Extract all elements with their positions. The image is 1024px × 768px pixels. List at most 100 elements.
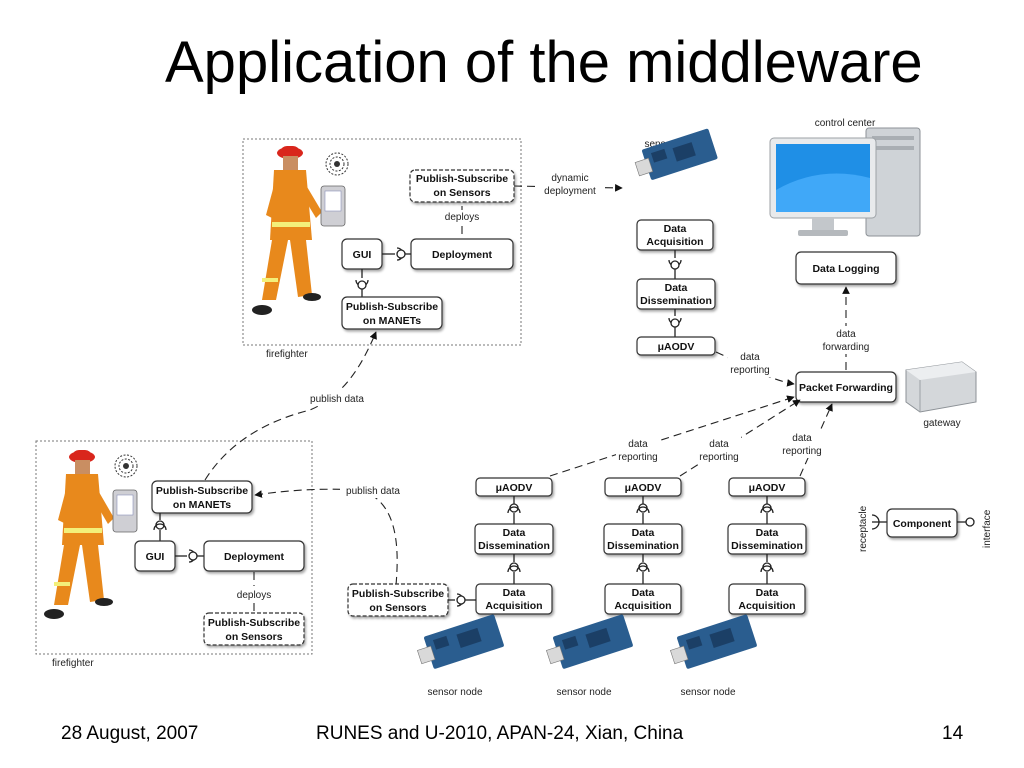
reporting-3-label-1: data: [792, 433, 812, 444]
top-sensor-diss-aodv-connector: [668, 309, 682, 337]
svg-text:Deployment: Deployment: [432, 249, 493, 261]
sensor-ps-sensors-box: Publish-Subscribe on Sensors: [347, 583, 449, 617]
sensor-board-icon: [546, 614, 633, 669]
svg-text:Data: Data: [503, 587, 526, 599]
top-deploys-label: deploys: [445, 212, 479, 223]
svg-text:Acquisition: Acquisition: [738, 600, 795, 612]
sensor-stacks: μAODVDataDisseminationDataAcquisitionsen…: [417, 477, 807, 698]
footer-date: 28 August, 2007: [61, 723, 199, 744]
svg-text:μAODV: μAODV: [749, 482, 786, 494]
control-center-computer-icon: [769, 127, 921, 237]
svg-text:GUI: GUI: [146, 551, 165, 563]
svg-text:Dissemination: Dissemination: [478, 540, 550, 552]
slide-title: Application of the middleware: [165, 30, 923, 95]
footer-page-number: 14: [942, 723, 964, 744]
bottom-firefighter-icon: [44, 450, 138, 619]
svg-text:Dissemination: Dissemination: [640, 295, 712, 307]
gateway-device-icon: [905, 361, 977, 413]
sensor-node-label: sensor node: [680, 687, 735, 698]
svg-text:Acquisition: Acquisition: [485, 600, 542, 612]
svg-text:Dissemination: Dissemination: [607, 540, 679, 552]
legend-component-label: Component: [893, 518, 952, 530]
bottom-gui-deployment-connector: [175, 549, 204, 563]
dynamic-deployment-label-2: deployment: [544, 186, 596, 197]
svg-text:Acquisition: Acquisition: [614, 600, 671, 612]
svg-text:Packet Forwarding: Packet Forwarding: [799, 382, 893, 394]
top-gui-manets-connector: [355, 269, 369, 297]
sensor-stack-1: μAODVDataDisseminationDataAcquisitionsen…: [417, 477, 554, 698]
sensor-stack-aodv-diss-connector: [507, 496, 521, 524]
reporting-2-label-2: reporting: [699, 452, 738, 463]
top-sensor-acq-diss-connector: [668, 250, 682, 279]
top-gui-box: GUI: [341, 238, 383, 270]
sensor-node-label: sensor node: [556, 687, 611, 698]
svg-text:μAODV: μAODV: [496, 482, 533, 494]
top-sensor-diss-box: Data Dissemination: [636, 278, 716, 310]
svg-text:Data: Data: [632, 527, 655, 539]
svg-text:μAODV: μAODV: [625, 482, 662, 494]
sensor-stack-diss-acq-connector: [636, 554, 650, 584]
top-gui-deployment-connector: [382, 247, 411, 261]
reporting-1-label-2: reporting: [618, 452, 657, 463]
top-reporting-label-2: reporting: [730, 365, 769, 376]
bottom-deployment-box: Deployment: [203, 540, 305, 572]
top-sensor-aodv-box: μAODV: [636, 336, 716, 356]
data-forwarding-label-1: data: [836, 329, 856, 340]
bottom-ps-sensors-box: Publish-Subscribe on Sensors: [203, 612, 305, 646]
svg-text:Data: Data: [664, 223, 687, 235]
top-sensor-acq-box: Data Acquisition: [636, 219, 714, 251]
publish-data-upper-label: publish data: [310, 394, 364, 405]
top-sensor-board-icon: [634, 128, 718, 180]
sensor-stack-2: μAODVDataDisseminationDataAcquisitionsen…: [546, 477, 683, 698]
dynamic-deployment-label-1: dynamic: [551, 173, 588, 184]
sensor-stack-aodv-diss-connector: [760, 496, 774, 524]
top-firefighter-icon: [252, 146, 349, 315]
svg-text:Publish-Subscribe: Publish-Subscribe: [346, 301, 438, 313]
packet-forwarding-box: Packet Forwarding: [795, 371, 897, 403]
svg-text:Data: Data: [756, 587, 779, 599]
svg-text:μAODV: μAODV: [658, 341, 695, 353]
bottom-gui-manets-connector: [153, 513, 167, 541]
legend: receptacle Component interface: [858, 505, 993, 552]
svg-text:Data: Data: [665, 282, 688, 294]
data-forwarding-label-2: forwarding: [823, 342, 870, 353]
reporting-2-label-1: data: [709, 439, 729, 450]
reporting-1-label-1: data: [628, 439, 648, 450]
top-ps-sensors-box: Publish-Subscribe on Sensors: [409, 169, 515, 203]
control-center-label: control center: [815, 118, 876, 129]
bottom-ps-manets-box: Publish-Subscribe on MANETs: [151, 480, 253, 514]
footer-center: RUNES and U-2010, APAN-24, Xian, China: [316, 723, 684, 744]
gateway-label: gateway: [923, 418, 960, 429]
sensor-ps-acq-connector: [448, 593, 476, 607]
publish-data-lower-label: publish data: [346, 486, 400, 497]
sensor-stack-diss-acq-connector: [507, 554, 521, 584]
svg-text:Data Logging: Data Logging: [812, 263, 879, 275]
svg-text:Dissemination: Dissemination: [731, 540, 803, 552]
svg-text:on Sensors: on Sensors: [225, 631, 282, 643]
reporting-arrow-1: [549, 395, 795, 477]
top-reporting-label-1: data: [740, 352, 760, 363]
svg-text:Data: Data: [756, 527, 779, 539]
sensor-stack-aodv-box: μAODV: [475, 477, 553, 497]
sensor-node-label: sensor node: [427, 687, 482, 698]
svg-text:Publish-Subscribe: Publish-Subscribe: [416, 173, 508, 185]
svg-text:on MANETs: on MANETs: [363, 315, 421, 327]
top-firefighter-frame: [242, 138, 522, 346]
svg-text:Acquisition: Acquisition: [646, 236, 703, 248]
svg-text:on Sensors: on Sensors: [369, 602, 426, 614]
sensor-stack-3: μAODVDataDisseminationDataAcquisitionsen…: [670, 477, 807, 698]
reporting-3-label-2: reporting: [782, 446, 821, 457]
svg-text:Data: Data: [632, 587, 655, 599]
svg-text:Deployment: Deployment: [224, 551, 285, 563]
svg-text:Data: Data: [503, 527, 526, 539]
svg-text:Publish-Subscribe: Publish-Subscribe: [156, 485, 248, 497]
legend-receptacle-label: receptacle: [858, 505, 869, 552]
